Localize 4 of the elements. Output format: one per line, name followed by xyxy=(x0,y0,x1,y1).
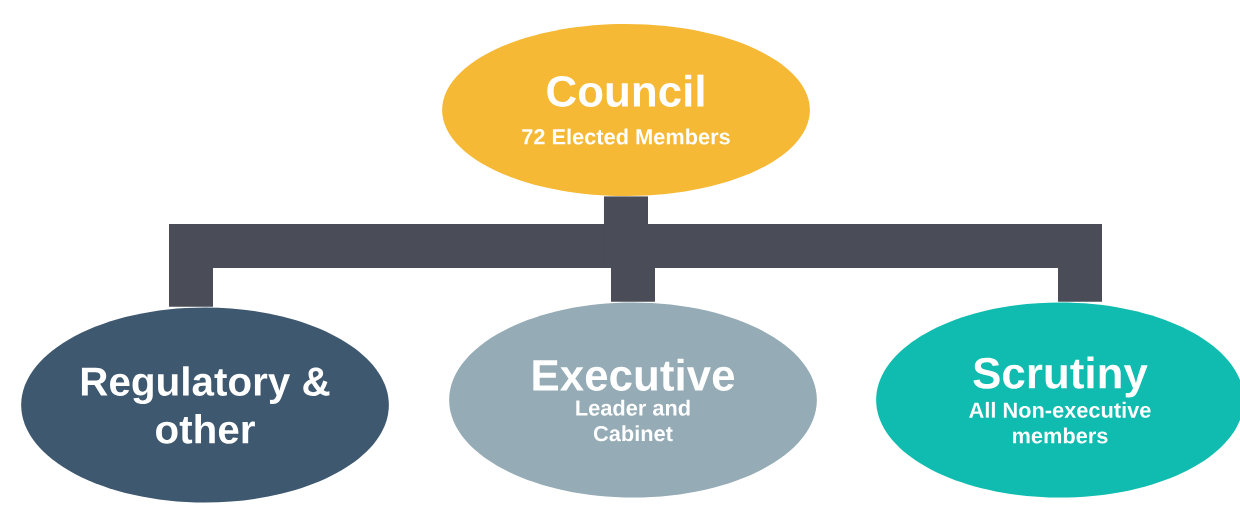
ellipse-node: Executive Leader and Cabinet xyxy=(449,302,817,498)
connector-line xyxy=(604,196,1102,302)
ellipse-node: Council 72 Elected Members xyxy=(442,24,810,196)
ellipse-node: Regulatory & other xyxy=(21,307,389,503)
